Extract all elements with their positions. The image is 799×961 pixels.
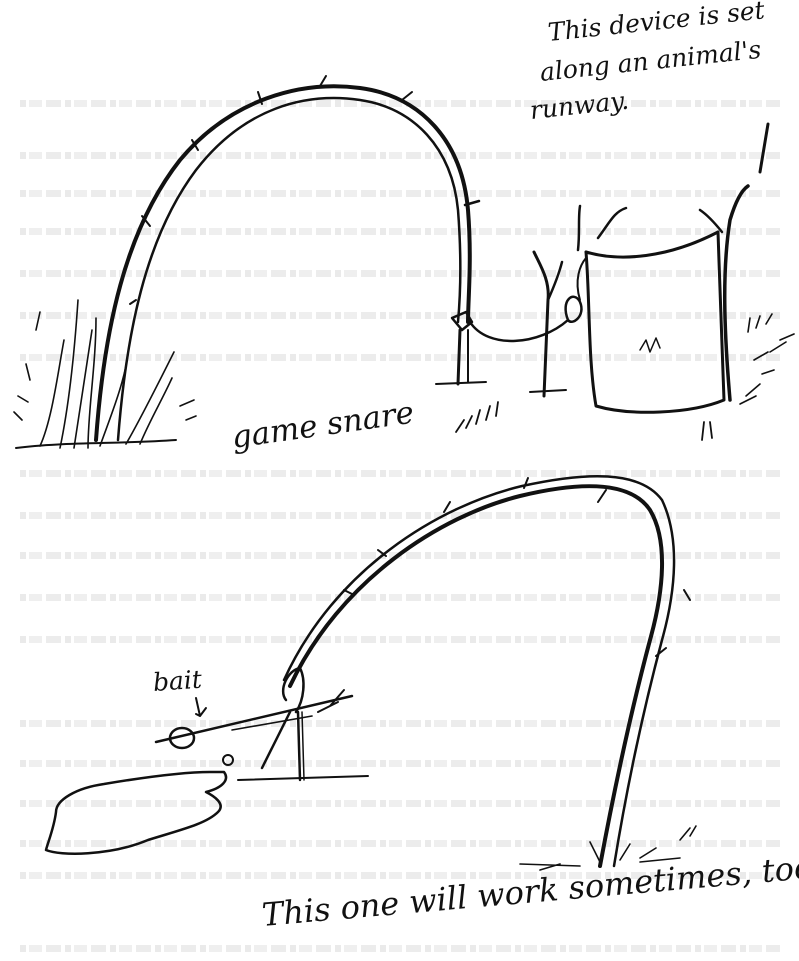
hanging-net <box>586 232 724 412</box>
baited-snare-illustration <box>46 476 696 870</box>
bait-label: bait <box>152 665 203 697</box>
water-puddle <box>46 772 226 854</box>
grass-tufts-left <box>14 300 196 448</box>
trigger-peg <box>436 312 486 384</box>
snare-noose <box>470 258 586 341</box>
game-snare-illustration <box>14 76 794 448</box>
right-stakes <box>578 124 768 400</box>
bent-sapling-arch <box>96 76 479 440</box>
forked-support-stick <box>530 252 566 396</box>
grass-tufts-right <box>456 314 794 440</box>
bent-pole-arch <box>284 476 696 870</box>
